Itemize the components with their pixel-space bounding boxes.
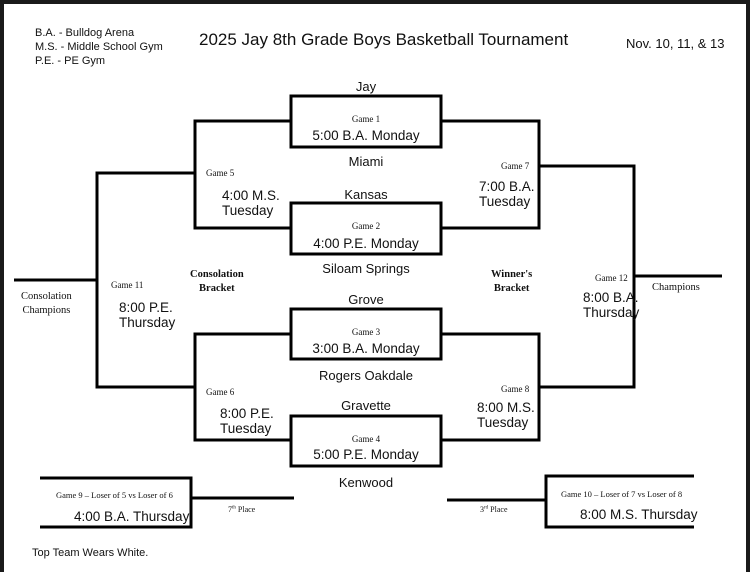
game6-time: 8:00 P.E.Tuesday [220, 406, 274, 436]
label-line: Consolation [21, 291, 72, 302]
team-siloam-springs: Siloam Springs [322, 261, 410, 276]
time-line: 8:00 M.S. [477, 400, 535, 415]
legend-item: B.A. - Bulldog Arena [35, 27, 135, 39]
game12-label: Game 12 [595, 273, 628, 283]
time-line: Thursday [119, 315, 176, 330]
time-line: 8:00 B.A. [583, 290, 639, 305]
game6-label: Game 6 [206, 387, 235, 397]
footer-note: Top Team Wears White. [32, 547, 149, 559]
place-suffix: rd [484, 505, 489, 511]
label-line: Bracket [493, 283, 530, 294]
game8-label: Game 8 [501, 384, 530, 394]
place-text: Place [488, 505, 508, 514]
venue-legend: B.A. - Bulldog Arena M.S. - Middle Schoo… [35, 26, 163, 68]
game9-time: 4:00 B.A. Thursday [74, 509, 190, 524]
game2-label: Game 2 [351, 221, 381, 231]
tournament-bracket-page: B.A. - Bulldog Arena M.S. - Middle Schoo… [4, 4, 746, 572]
game10-label: Game 10 – Loser of 7 vs Loser of 8 [561, 489, 683, 499]
game12-time: 8:00 B.A.Thursday [583, 290, 639, 320]
team-miami: Miami [348, 154, 384, 169]
third-place-label: 3rd Place [480, 505, 508, 514]
game9-bracket [40, 476, 294, 529]
team-rogers-oakdale: Rogers Oakdale [319, 368, 413, 383]
tournament-dates: Nov. 10, 11, & 13 [626, 36, 725, 51]
time-line: Tuesday [222, 203, 274, 218]
time-line: 8:00 P.E. [220, 406, 274, 421]
label-line: Winner's [491, 269, 533, 280]
game5-label: Game 5 [206, 168, 235, 178]
game7-bracket [441, 119, 541, 230]
game8-time: 8:00 M.S.Tuesday [477, 400, 535, 430]
game4-label: Game 4 [351, 434, 381, 444]
game11-bracket [14, 171, 195, 389]
team-gravette: Gravette [341, 398, 391, 413]
legend-item: P.E. - PE Gym [35, 55, 106, 67]
page-title: 2025 Jay 8th Grade Boys Basketball Tourn… [199, 30, 569, 49]
game1-time: 5:00 B.A. Monday [312, 128, 420, 143]
game10-time: 8:00 M.S. Thursday [580, 507, 698, 522]
game10-bracket [447, 474, 694, 529]
seventh-place-label: 7th Place [228, 505, 255, 514]
game9-label: Game 9 – Loser of 5 vs Loser of 6 [56, 490, 173, 500]
label-line: Consolation [190, 269, 244, 280]
game1-label: Game 1 [351, 114, 381, 124]
time-line: Tuesday [479, 194, 531, 209]
time-line: Tuesday [477, 415, 529, 430]
champions-label: Champions [652, 282, 700, 293]
time-line: Tuesday [220, 421, 272, 436]
game3-time: 3:00 B.A. Monday [312, 341, 420, 356]
place-number: 3 [480, 505, 484, 514]
game3-label: Game 3 [351, 327, 381, 337]
bracket-lines [14, 94, 722, 529]
team-kenwood: Kenwood [338, 475, 394, 490]
time-line: Thursday [583, 305, 640, 320]
time-line: 7:00 B.A. [479, 179, 535, 194]
game7-time: 7:00 B.A.Tuesday [479, 179, 535, 209]
legend-item: M.S. - Middle School Gym [35, 41, 163, 53]
place-suffix: th [232, 505, 236, 511]
game7-label: Game 7 [501, 161, 530, 171]
game11-label: Game 11 [111, 280, 144, 290]
team-kansas: Kansas [344, 187, 388, 202]
game12-bracket [539, 164, 722, 389]
game5-time: 4:00 M.S.Tuesday [222, 188, 280, 218]
game4-time: 5:00 P.E. Monday [313, 447, 419, 462]
time-line: 4:00 M.S. [222, 188, 280, 203]
time-line: 8:00 P.E. [119, 300, 173, 315]
place-text: Place [235, 505, 256, 514]
game11-time: 8:00 P.E.Thursday [119, 300, 175, 330]
label-line: Bracket [199, 283, 235, 294]
game2-time: 4:00 P.E. Monday [313, 236, 419, 251]
label-line: Champions [22, 305, 71, 316]
place-number: 7 [228, 505, 232, 514]
team-jay: Jay [355, 79, 377, 94]
team-grove: Grove [348, 292, 384, 307]
